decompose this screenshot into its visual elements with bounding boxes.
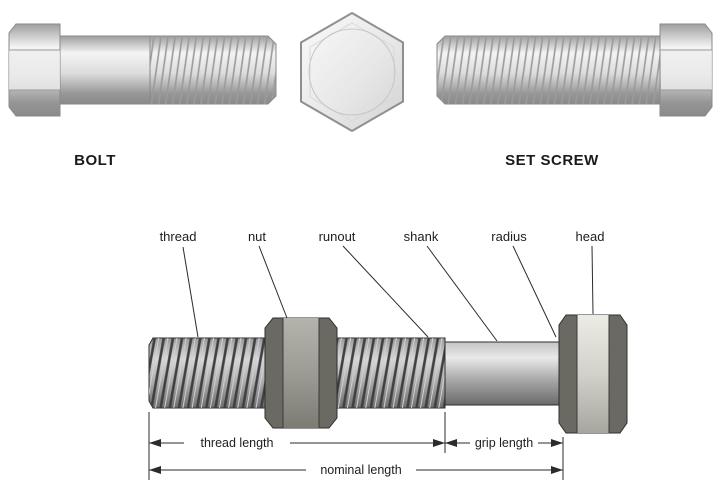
label-head: head — [576, 229, 605, 244]
thread-length-label: thread length — [201, 436, 274, 450]
hex-head-end-view — [300, 11, 404, 133]
diagram-head — [558, 314, 628, 434]
nominal-length-label: nominal length — [320, 463, 401, 477]
shank-leader-line — [426, 245, 498, 342]
radius-leader-line — [512, 245, 557, 338]
grip-length-dimension: grip length — [445, 435, 563, 451]
label-nut: nut — [248, 229, 266, 244]
bolt-shank — [59, 35, 151, 105]
runout-leader-line — [342, 245, 429, 338]
bolt-illustration — [8, 23, 277, 117]
set-screw-illustration — [436, 23, 713, 117]
diagram-shank — [444, 341, 564, 406]
label-thread: thread — [160, 229, 197, 244]
set-screw-label: SET SCREW — [505, 152, 599, 169]
label-runout: runout — [319, 229, 356, 244]
label-shank: shank — [404, 229, 439, 244]
bolt-label: BOLT — [74, 152, 116, 169]
diagram-nut — [264, 317, 338, 429]
grip-length-label: grip length — [475, 436, 533, 450]
label-radius: radius — [491, 229, 527, 244]
thread-leader-line — [182, 246, 199, 338]
nut-leader-line — [258, 245, 288, 319]
nominal-length-dimension: nominal length — [149, 462, 563, 478]
labeled-bolt-diagram: thread nut runout shank radius head — [148, 229, 628, 480]
head-leader-line — [591, 245, 594, 315]
thread-length-dimension: thread length — [149, 435, 445, 451]
